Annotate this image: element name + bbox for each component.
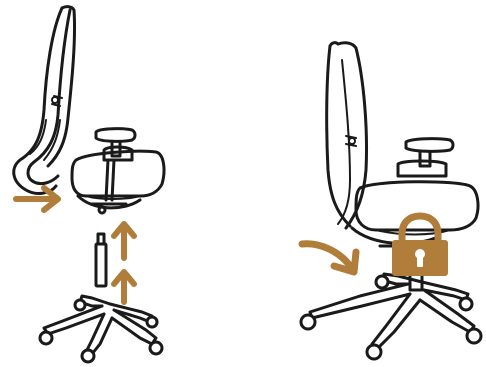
gas-cylinder [96, 234, 106, 286]
arrow-up-icon [114, 224, 134, 258]
left-chair-base [40, 296, 162, 362]
right-chair-base [301, 274, 481, 359]
left-chair-armrest [96, 129, 135, 200]
arrow-curved-icon [302, 244, 356, 272]
arrow-right-icon [16, 188, 58, 210]
padlock-icon [392, 216, 448, 276]
left-chair-backrest [14, 7, 75, 194]
right-chair-backrest [327, 43, 367, 228]
right-chair-armrest [398, 139, 453, 176]
arrow-up-icon [114, 272, 134, 302]
